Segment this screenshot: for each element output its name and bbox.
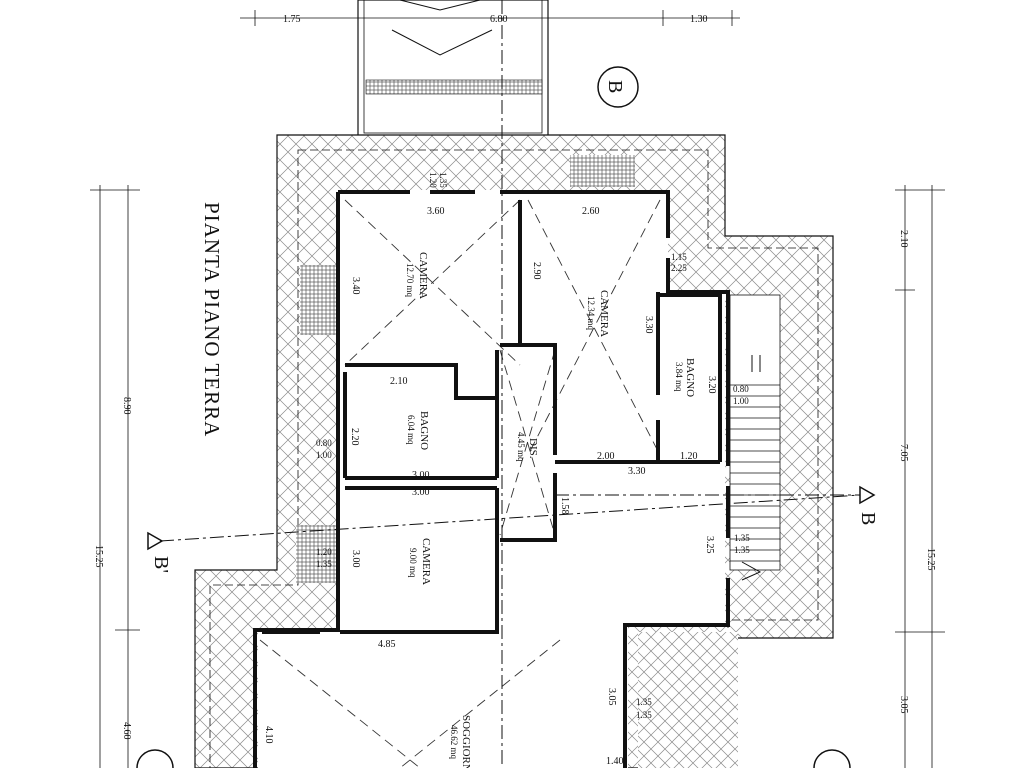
top-dim-1: 1.75	[283, 14, 301, 25]
svg-text:1.35: 1.35	[438, 172, 448, 188]
svg-text:0.80: 0.80	[316, 438, 332, 448]
svg-text:12.34 mq: 12.34 mq	[586, 296, 596, 331]
section-arrow-west	[147, 531, 164, 551]
svg-text:1.15: 1.15	[671, 252, 687, 262]
svg-text:2.25: 2.25	[671, 263, 687, 273]
window-dim-6: 1.35 1.35	[734, 533, 750, 555]
dim-3-30-h: 3.30	[628, 466, 646, 477]
svg-text:46.62 mq: 46.62 mq	[449, 725, 459, 760]
right-dim-1: 2.10	[898, 230, 909, 248]
left-dim-3: 4.60	[121, 722, 132, 740]
window-dim-2: 1.15 2.25	[671, 252, 687, 273]
svg-text:1.20: 1.20	[316, 547, 332, 557]
section-b-circle	[597, 66, 639, 108]
svg-text:SOGGIORN: SOGGIORN	[460, 715, 472, 768]
walls	[253, 190, 730, 768]
dim-3-00-c: 3.00	[350, 550, 361, 568]
dim-3-00-b: 3.00	[412, 487, 430, 498]
dim-2-10: 2.10	[390, 376, 408, 387]
svg-text:BAGNO: BAGNO	[418, 411, 430, 450]
dim-1-20: 1.20	[680, 451, 698, 462]
dim-3-40: 3.40	[350, 277, 361, 295]
window-dim-1: 1.20 1.35	[428, 172, 448, 188]
window-dim-7: 1.35 1.35	[636, 697, 652, 720]
right-dim-4: 3.05	[898, 696, 909, 714]
window-dim-3: 0.80 1.00	[733, 384, 749, 406]
room-dis: DIS. 4.45 mq	[516, 432, 539, 462]
dim-3-25: 3.25	[704, 536, 715, 554]
room-camera-1: CAMERA 12.70 mq	[405, 252, 429, 299]
svg-text:9.00 mq: 9.00 mq	[408, 548, 418, 578]
room-bagno-2: BAGNO 3.84 mq	[674, 358, 696, 397]
dimension-lines	[90, 10, 945, 768]
svg-text:1.35: 1.35	[636, 697, 652, 707]
window-dim-4: 0.80 1.00	[316, 438, 332, 460]
svg-text:1.35: 1.35	[734, 545, 750, 555]
staircase	[729, 294, 781, 581]
right-dim-3: 15.25	[925, 548, 936, 571]
svg-text:12.70 mq: 12.70 mq	[405, 263, 415, 298]
room-diagonals	[259, 199, 661, 768]
room-soggiorno: SOGGIORN 46.62 mq	[449, 715, 472, 768]
svg-text:1.20: 1.20	[428, 172, 438, 188]
svg-text:3.84 mq: 3.84 mq	[674, 362, 684, 392]
dim-4-10: 4.10	[263, 726, 274, 744]
dim-2-00: 2.00	[597, 451, 615, 462]
left-dim-1: 8.90	[121, 397, 132, 415]
dim-1-40: 1.40	[606, 756, 624, 767]
dim-1-58: 1.58	[559, 497, 570, 515]
section-label-east: B	[857, 512, 879, 525]
window-dim-5: 1.20 1.35	[316, 547, 332, 569]
top-dim-2: 6.80	[490, 14, 508, 25]
svg-text:1.00: 1.00	[733, 396, 749, 406]
svg-text:BAGNO: BAGNO	[684, 358, 696, 397]
left-dim-2: 15.25	[93, 545, 104, 568]
right-dim-2: 7.05	[898, 444, 909, 462]
top-balcony	[357, 0, 549, 139]
svg-text:CAMERA: CAMERA	[417, 252, 429, 299]
room-bagno-1: BAGNO 6.04 mq	[406, 411, 430, 450]
room-camera-2: CAMERA 12.34 mq	[586, 290, 610, 337]
dim-2-60: 2.60	[582, 206, 600, 217]
dim-3-05: 3.05	[606, 688, 617, 706]
section-label-top: B	[604, 80, 626, 93]
section-arrow-east	[859, 485, 876, 505]
svg-text:6.04 mq: 6.04 mq	[406, 415, 416, 445]
dim-4-85: 4.85	[378, 639, 396, 650]
terrace-tiles	[638, 632, 738, 768]
dim-2-90: 2.90	[531, 262, 542, 280]
svg-text:1.00: 1.00	[316, 450, 332, 460]
room-camera-3: CAMERA 9.00 mq	[408, 538, 432, 585]
svg-text:1.35: 1.35	[636, 710, 652, 720]
svg-text:DIS.: DIS.	[527, 438, 539, 459]
dim-2-20: 2.20	[349, 428, 360, 446]
dim-3-00-a: 3.00	[412, 470, 430, 481]
svg-text:CAMERA: CAMERA	[420, 538, 432, 585]
svg-text:4.45 mq: 4.45 mq	[516, 432, 526, 462]
section-axes	[159, 0, 861, 768]
dim-3-60: 3.60	[427, 206, 445, 217]
plan-title: PIANTA PIANO TERRA	[200, 202, 224, 437]
svg-text:0.80: 0.80	[733, 384, 749, 394]
section-label-west: B'	[150, 556, 172, 573]
svg-text:1.35: 1.35	[316, 559, 332, 569]
dim-3-30-v: 3.30	[643, 316, 654, 334]
svg-text:CAMERA: CAMERA	[598, 290, 610, 337]
dim-3-20: 3.20	[706, 376, 717, 394]
svg-text:1.35: 1.35	[734, 533, 750, 543]
top-dim-3: 1.30	[690, 14, 708, 25]
